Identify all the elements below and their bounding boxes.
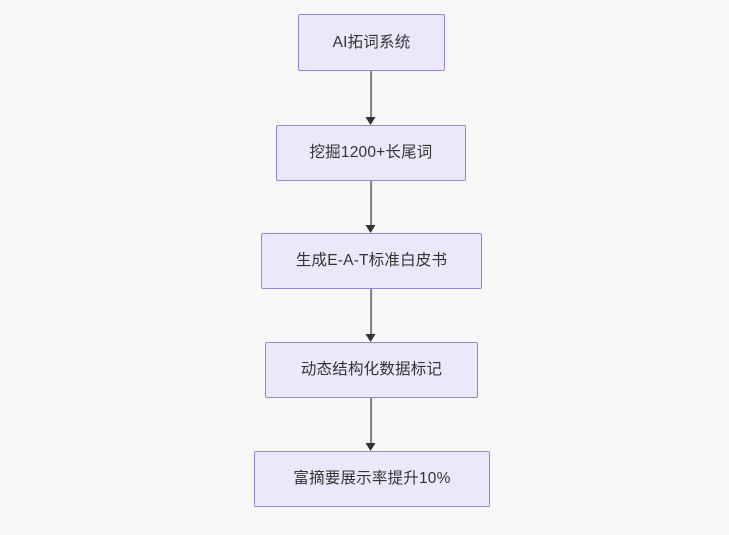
edge-line	[370, 71, 372, 118]
flow-node-3[interactable]: 生成E-A-T标准白皮书	[261, 233, 482, 289]
flow-node-4[interactable]: 动态结构化数据标记	[265, 342, 478, 398]
arrowhead-icon	[365, 117, 376, 125]
flow-node-label: 富摘要展示率提升10%	[293, 470, 451, 488]
edge-line	[370, 398, 372, 444]
flow-node-1[interactable]: AI拓词系统	[298, 14, 445, 71]
flow-node-2[interactable]: 挖掘1200+长尾词	[276, 125, 466, 181]
arrowhead-icon	[365, 443, 376, 451]
flow-node-5[interactable]: 富摘要展示率提升10%	[254, 451, 490, 507]
arrowhead-icon	[365, 334, 376, 342]
flow-node-label: AI拓词系统	[332, 33, 411, 51]
edge-line	[370, 289, 372, 335]
arrowhead-icon	[365, 225, 376, 233]
flow-node-label: 挖掘1200+长尾词	[309, 144, 433, 162]
flow-node-label: 生成E-A-T标准白皮书	[295, 252, 448, 270]
edge-line	[370, 181, 372, 226]
flow-node-label: 动态结构化数据标记	[300, 361, 443, 379]
